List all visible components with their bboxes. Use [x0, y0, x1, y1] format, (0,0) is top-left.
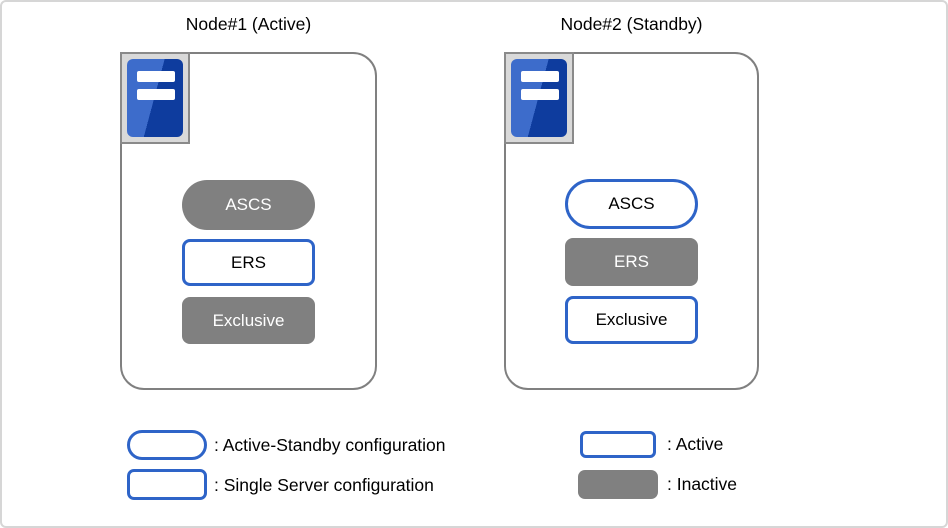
node2-title: Node#2 (Standby): [560, 14, 703, 34]
node1-ers-box: ERS: [182, 239, 315, 286]
legend-active-label: : Active: [667, 434, 724, 454]
server-tower-shape: [511, 59, 567, 137]
node1-ascs-box: ASCS: [182, 180, 315, 230]
legend-single-server-label: : Single Server configuration: [214, 475, 434, 495]
legend-active-standby-label: : Active-Standby configuration: [214, 435, 446, 455]
server-icon: [504, 52, 574, 144]
legend-inactive-label: : Inactive: [667, 474, 738, 494]
server-slot-bar: [521, 71, 559, 82]
legend-rect-single-server: [127, 469, 207, 500]
server-slot-bar: [521, 89, 559, 100]
node1-exclusive-box: Exclusive: [182, 297, 315, 344]
legend-stadium-active-standby: [127, 430, 207, 460]
node2-exclusive-box: Exclusive: [565, 296, 698, 344]
server-slot-bar: [137, 89, 175, 100]
legend-swatch-inactive: [578, 470, 658, 499]
node2-ers-box: ERS: [565, 238, 698, 286]
legend-rect-active: [580, 431, 656, 458]
node2-ascs-box: ASCS: [565, 179, 698, 229]
node1-title: Node#1 (Active): [185, 14, 312, 34]
server-icon: [120, 52, 190, 144]
server-slot-bar: [137, 71, 175, 82]
server-tower-shape: [127, 59, 183, 137]
